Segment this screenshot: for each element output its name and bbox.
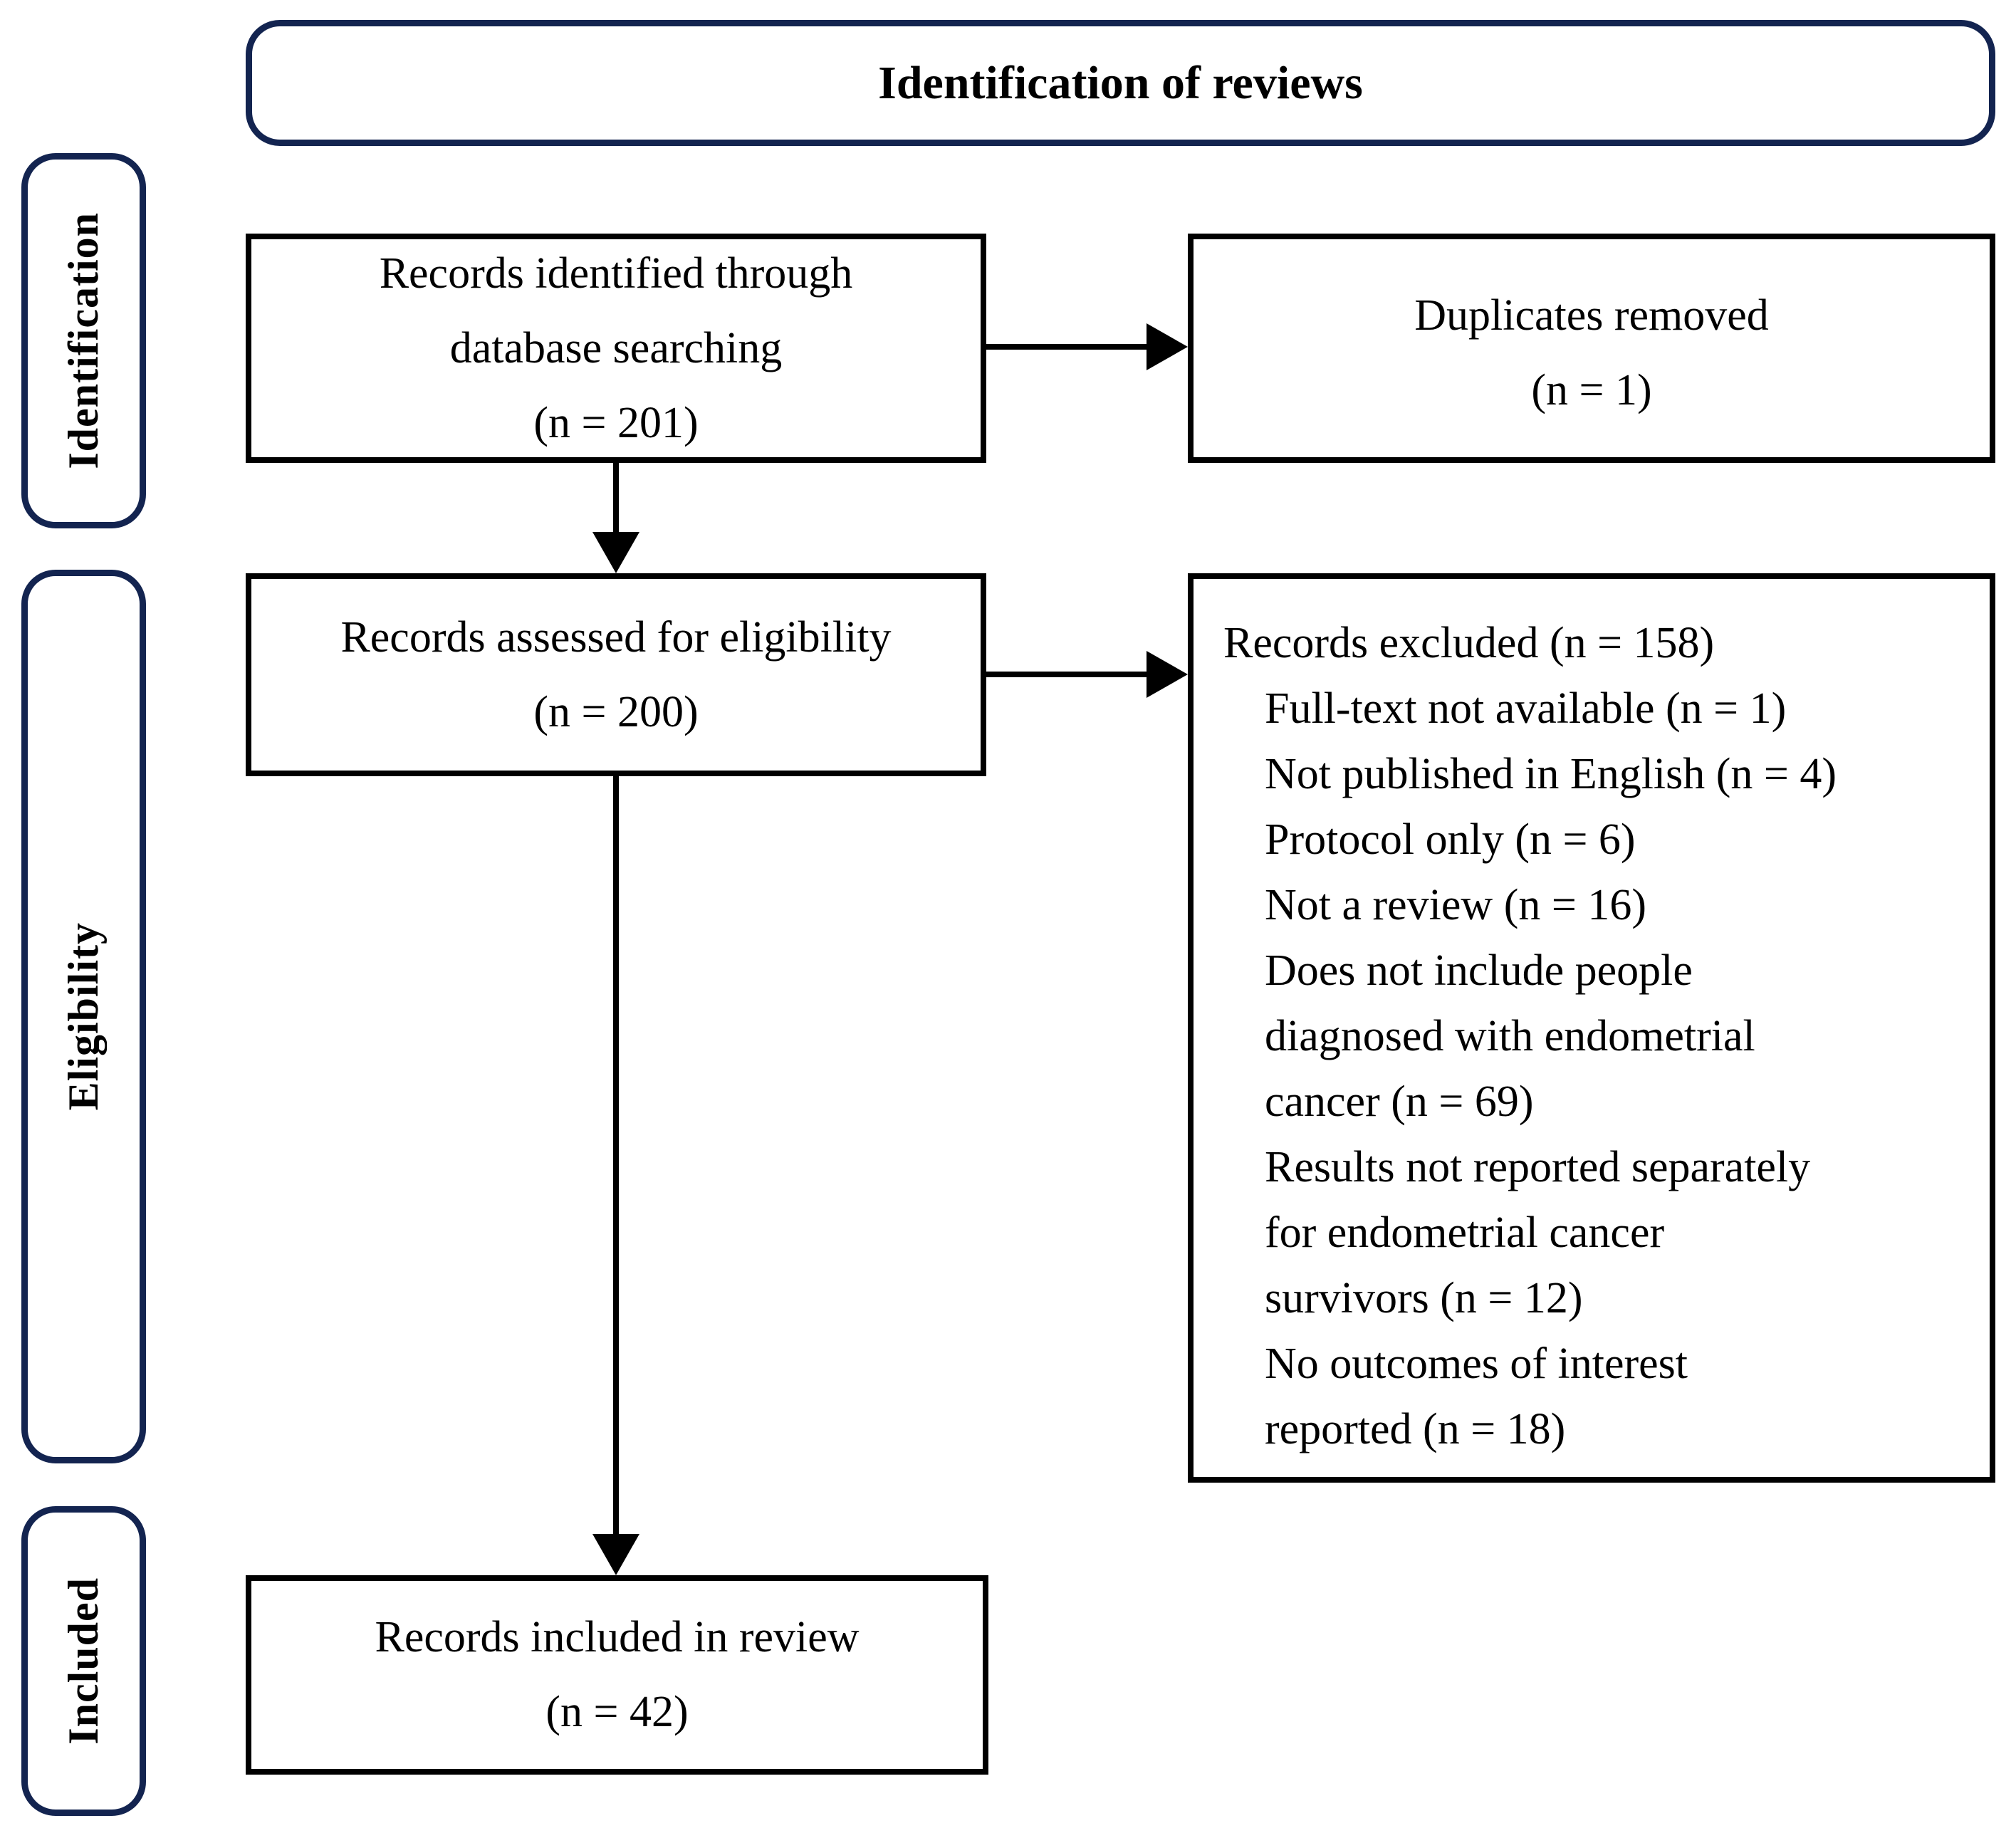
stage-label-included-text: Included [60,1577,107,1745]
excluded-reason-line: cancer (n = 69) [1265,1077,1534,1126]
box-records-assessed-line: Records assessed for eligibility [340,612,892,662]
box-duplicates-removed: Duplicates removed (n = 1) [1188,234,1995,463]
excluded-title: Records excluded (n = 158) [1223,619,1715,667]
excluded-reason-line: survivors (n = 12) [1265,1274,1583,1322]
arrow-identified-to-assessed-line [613,463,619,533]
excluded-reason: Protocol only (n = 6) [1265,807,1977,872]
arrow-identified-to-duplicates-line [986,344,1147,350]
excluded-reason: Not a review (n = 16) [1265,872,1977,938]
arrow-assessed-to-excluded-line [986,672,1147,677]
box-records-included: Records included in review (n = 42) [246,1575,988,1775]
excluded-reason-line: Full-text not available (n = 1) [1265,684,1787,733]
box-records-identified-count: (n = 201) [533,398,699,447]
excluded-reason-line: Protocol only (n = 6) [1265,815,1636,864]
box-duplicates-removed-count: (n = 1) [1531,366,1652,414]
box-records-assessed-count: (n = 200) [533,687,699,736]
excluded-reason-line: Not published in English (n = 4) [1265,750,1837,798]
stage-label-eligibility-text: Eligibility [60,922,107,1111]
arrow-assessed-to-included-line [613,776,619,1534]
arrow-right-icon [1147,323,1188,370]
box-records-identified-line: Records identified through [379,249,853,298]
excluded-reasons-list: Full-text not available (n = 1) Not publ… [1223,676,1977,1462]
excluded-reason-line: for endometrial cancer [1265,1208,1665,1257]
diagram-title-box: Identification of reviews [246,20,1995,146]
box-records-excluded: Records excluded (n = 158) Full-text not… [1188,573,1995,1483]
box-records-included-line: Records included in review [375,1613,860,1661]
box-records-included-count: (n = 42) [545,1688,689,1736]
stage-label-eligibility: Eligibility [21,570,146,1463]
excluded-reason-line: No outcomes of interest [1265,1340,1688,1388]
excluded-reason: Not published in English (n = 4) [1265,741,1977,807]
box-records-identified-line: database searching [449,323,783,372]
excluded-reason: Results not reported separately for endo… [1265,1134,1977,1331]
excluded-reason-line: reported (n = 18) [1265,1405,1566,1453]
stage-label-included: Included [21,1506,146,1816]
excluded-reason-line: Results not reported separately [1265,1143,1811,1191]
excluded-reason: Full-text not available (n = 1) [1265,676,1977,741]
arrow-down-icon [592,532,639,573]
box-records-assessed: Records assessed for eligibility (n = 20… [246,573,986,776]
arrow-right-icon [1147,651,1188,698]
diagram-title: Identification of reviews [878,56,1363,109]
box-records-identified: Records identified through database sear… [246,234,986,463]
stage-label-identification: Identification [21,153,146,528]
box-duplicates-removed-line: Duplicates removed [1414,291,1769,340]
stage-label-identification-text: Identification [60,212,107,469]
excluded-reason: No outcomes of interest reported (n = 18… [1265,1331,1977,1462]
excluded-reason: Does not include people diagnosed with e… [1265,938,1977,1134]
excluded-reason-line: Not a review (n = 16) [1265,881,1646,929]
excluded-reason-line: diagnosed with endometrial [1265,1012,1755,1060]
arrow-down-icon [592,1534,639,1575]
excluded-reason-line: Does not include people [1265,946,1693,995]
